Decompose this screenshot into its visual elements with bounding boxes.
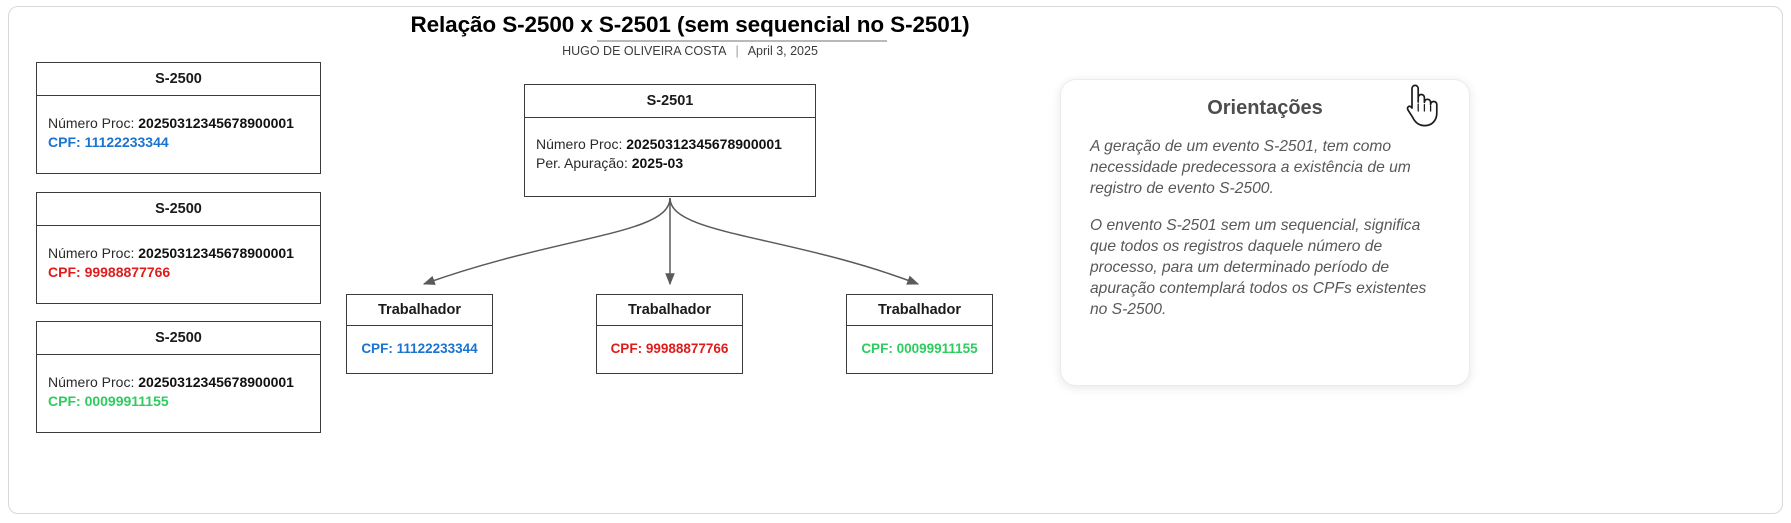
processo-label: Número Proc: [48,373,135,390]
cpf-label: CPF: [48,133,81,150]
processo-row: Número Proc: 20250312345678900001 [536,135,804,154]
periodo-label: Per. Apuração: [536,154,628,171]
cpf-label: CPF: [48,263,81,280]
hand-pointer-cursor-icon [1406,84,1438,127]
cpf-value: 00099911155 [896,340,978,356]
trabalhador-card-body: CPF: 99988877766 [597,326,742,368]
processo-value: 20250312345678900001 [138,373,294,390]
orientacoes-title: Orientações [1207,97,1323,119]
byline-separator: | [735,44,739,58]
cpf-row: CPF: 99988877766 [48,263,309,282]
s2500-card-header: S-2500 [37,322,320,355]
processo-row: Número Proc: 20250312345678900001 [48,244,309,263]
cpf-label: CPF: [610,340,643,356]
byline: HUGO DE OLIVEIRA COSTA | April 3, 2025 [0,44,1380,58]
trabalhador-card-body: CPF: 11122233344 [347,326,492,368]
orientacoes-paragraph-2: O envento S-2501 sem um sequencial, sign… [1090,217,1427,319]
cpf-row: CPF: 11122233344 [48,133,309,152]
periodo-row: Per. Apuração: 2025-03 [536,154,804,173]
s2500-card[interactable]: S-2500 Número Proc: 20250312345678900001… [36,192,321,304]
byline-author: HUGO DE OLIVEIRA COSTA [562,44,727,58]
cpf-value: 00099911155 [84,392,169,409]
cpf-value: 11122233344 [396,340,478,356]
processo-label: Número Proc: [48,244,135,261]
page-title: Relação S-2500 x S-2501 (sem sequencial … [410,12,970,37]
processo-label: Número Proc: [536,135,623,152]
s2500-card-body: Número Proc: 20250312345678900001 CPF: 0… [37,355,320,421]
s2500-card[interactable]: S-2500 Número Proc: 20250312345678900001… [36,62,321,174]
orientacoes-panel: Orientações A geração de um evento S-250… [1060,79,1470,386]
title-underline [597,40,887,42]
s2500-card-header: S-2500 [37,193,320,226]
s2500-card-body: Número Proc: 20250312345678900001 CPF: 9… [37,226,320,292]
cpf-value: 99988877766 [84,263,171,280]
trabalhador-card-header: Trabalhador [597,295,742,326]
cpf-label: CPF: [361,340,393,356]
processo-value: 20250312345678900001 [138,244,294,261]
processo-row: Número Proc: 20250312345678900001 [48,373,309,392]
orientacoes-body: A geração de um evento S-2501, tem como … [1061,120,1469,320]
processo-row: Número Proc: 20250312345678900001 [48,114,309,133]
trabalhador-card-body: CPF: 00099911155 [847,326,992,368]
cpf-label: CPF: [48,392,81,409]
processo-value: 20250312345678900001 [138,114,294,131]
periodo-value: 2025-03 [631,154,684,171]
orientacoes-paragraph-1: A geração de um evento S-2501, tem como … [1090,138,1411,198]
cpf-row: CPF: 00099911155 [48,392,309,411]
s2501-card[interactable]: S-2501 Número Proc: 20250312345678900001… [524,84,816,197]
s2500-card-body: Número Proc: 20250312345678900001 CPF: 1… [37,96,320,162]
byline-date: April 3, 2025 [747,44,818,58]
s2501-card-header: S-2501 [525,85,815,118]
s2500-card[interactable]: S-2500 Número Proc: 20250312345678900001… [36,321,321,433]
trabalhador-card-header: Trabalhador [847,295,992,326]
cpf-value: 11122233344 [84,133,169,150]
processo-label: Número Proc: [48,114,135,131]
cpf-label: CPF: [861,340,893,356]
trabalhador-card-header: Trabalhador [347,295,492,326]
trabalhador-card[interactable]: Trabalhador CPF: 00099911155 [846,294,993,374]
processo-value: 20250312345678900001 [626,135,782,152]
trabalhador-card[interactable]: Trabalhador CPF: 11122233344 [346,294,493,374]
cpf-value: 99988877766 [645,340,729,356]
s2500-card-header: S-2500 [37,63,320,96]
s2501-card-body: Número Proc: 20250312345678900001 Per. A… [525,118,815,183]
trabalhador-card[interactable]: Trabalhador CPF: 99988877766 [596,294,743,374]
